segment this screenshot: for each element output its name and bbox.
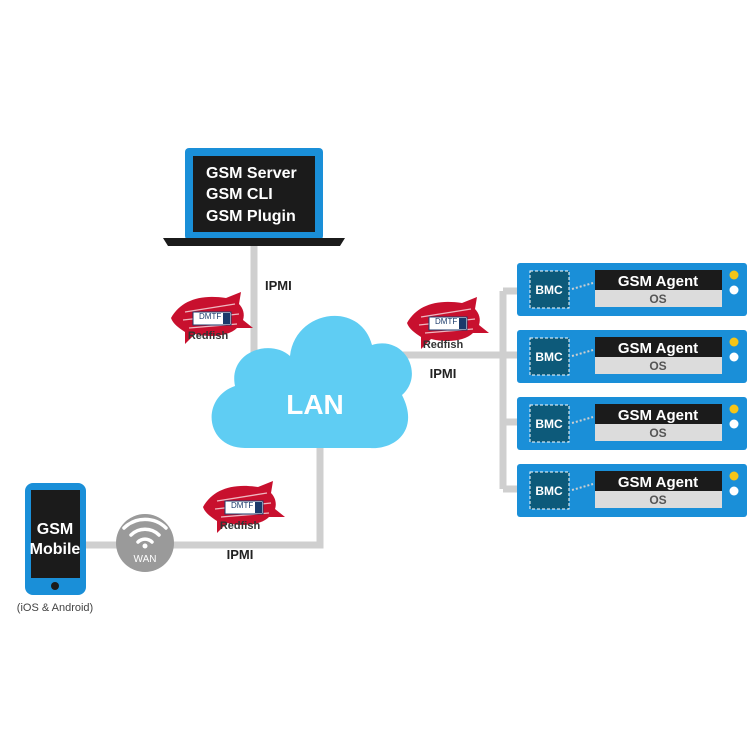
power-led: [729, 486, 739, 496]
server-unit-4: BMC GSM Agent OS: [517, 464, 747, 517]
redfish-logo-right: DMTF Redfish: [406, 296, 490, 351]
server-unit-3: BMC GSM Agent OS: [517, 397, 747, 450]
bmc-label: BMC: [535, 350, 563, 364]
wifi-arc-inner: [136, 537, 154, 544]
power-led: [729, 285, 739, 295]
agent-box: [595, 337, 722, 357]
bmc-label: BMC: [535, 283, 563, 297]
wifi-arc-middle: [129, 527, 161, 537]
phone-home-button: [51, 582, 59, 590]
lan-mobile-line: [84, 440, 324, 549]
agent-box: [595, 471, 722, 491]
wifi-dot: [142, 543, 148, 549]
power-led: [729, 352, 739, 362]
wan-circle: [116, 514, 174, 572]
agent-box: [595, 270, 722, 290]
ipmi-label-right: IPMI: [430, 366, 457, 381]
dmtf-text-top: DMTF: [199, 312, 221, 321]
os-label: OS: [649, 426, 666, 440]
server-unit-1: BMC GSM Agent OS: [517, 263, 747, 316]
bmc-box: [529, 404, 570, 443]
status-led: [729, 471, 739, 481]
bmc-label: BMC: [535, 417, 563, 431]
lan-cloud: LAN: [211, 315, 412, 449]
redfish-logo-bottom: DMTF Redfish: [202, 480, 286, 534]
os-box: [595, 424, 722, 441]
agent-box: [595, 404, 722, 424]
agent-label: GSM Agent: [618, 340, 698, 357]
agent-label: GSM Agent: [618, 474, 698, 491]
os-label: OS: [649, 493, 666, 507]
bmc-box: [529, 270, 570, 309]
agent-label: GSM Agent: [618, 273, 698, 290]
laptop: GSM Server GSM CLI GSM Plugin: [163, 148, 345, 246]
bmc-label: BMC: [535, 484, 563, 498]
mobile-caption: (iOS & Android): [17, 602, 93, 614]
mobile-phone: GSM Mobile: [25, 483, 86, 595]
dmtf-text-right: DMTF: [435, 317, 457, 326]
dmtf-text-bottom: DMTF: [231, 501, 253, 510]
status-led: [729, 337, 739, 347]
status-led: [729, 270, 739, 280]
laptop-screen: [193, 156, 315, 232]
redfish-caption-bottom: Redfish: [220, 520, 261, 532]
mobile-line-2: Mobile: [30, 541, 81, 558]
laptop-line-3: GSM Plugin: [206, 208, 296, 225]
laptop-base: [163, 238, 345, 246]
wifi-arc-outer: [122, 517, 168, 530]
cloud-shape: [211, 315, 412, 449]
os-box: [595, 357, 722, 374]
redfish-caption-top: Redfish: [188, 330, 229, 342]
wan-icon: WAN: [116, 514, 174, 572]
redfish-caption-right: Redfish: [423, 339, 464, 351]
ipmi-label-top: IPMI: [265, 278, 292, 293]
phone-screen: [31, 490, 80, 578]
server-rack: BMC GSM Agent OS BMC GSM Agent OS: [517, 263, 747, 517]
lan-label: LAN: [286, 389, 344, 420]
agent-label: GSM Agent: [618, 407, 698, 424]
bmc-box: [529, 337, 570, 376]
server-unit-2: BMC GSM Agent OS: [517, 330, 747, 383]
laptop-line-1: GSM Server: [206, 165, 297, 182]
status-led: [729, 404, 739, 414]
bmc-box: [529, 471, 570, 510]
laptop-line-2: GSM CLI: [206, 186, 273, 203]
redfish-logo-top: DMTF Redfish: [170, 291, 254, 345]
os-label: OS: [649, 359, 666, 373]
os-label: OS: [649, 292, 666, 306]
wan-label: WAN: [134, 554, 157, 565]
os-box: [595, 290, 722, 307]
ipmi-label-bottom: IPMI: [227, 547, 254, 562]
power-led: [729, 419, 739, 429]
mobile-line-1: GSM: [37, 521, 73, 538]
os-box: [595, 491, 722, 508]
